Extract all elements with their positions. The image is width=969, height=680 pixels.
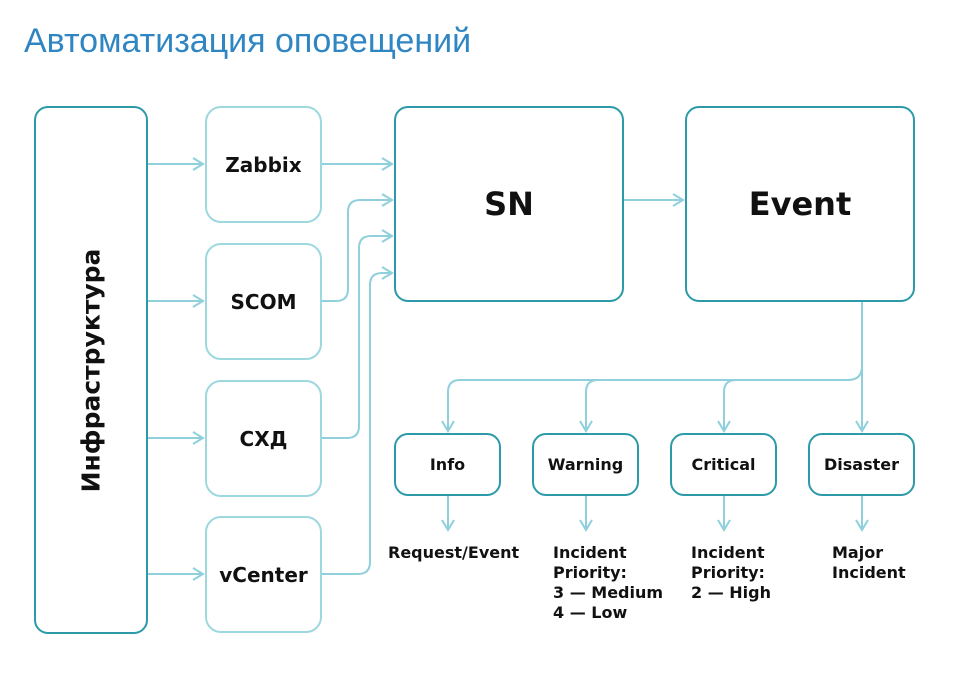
source-shd: СХД xyxy=(205,380,322,497)
event-box: Event xyxy=(685,106,915,302)
desc-info: Request/Event xyxy=(388,543,519,563)
desc-line: Major xyxy=(832,543,884,562)
source-vcenter: vCenter xyxy=(205,516,322,633)
level-info: Info xyxy=(394,433,501,496)
desc-line: 3 — Medium xyxy=(553,583,664,602)
arrow-shd-sn xyxy=(322,229,394,439)
page-title: Автоматизация оповещений xyxy=(24,22,472,60)
source-scom: SCOM xyxy=(205,243,322,360)
level-disaster: Disaster xyxy=(808,433,915,496)
desc-line: Request/Event xyxy=(388,543,520,562)
infrastructure-label: Инфраструктура xyxy=(76,248,106,492)
sn-box: SN xyxy=(394,106,624,302)
desc-disaster: Major Incident xyxy=(832,543,906,583)
desc-warning: Incident Priority: 3 — Medium 4 — Low xyxy=(553,543,663,623)
infrastructure-box: Инфраструктура xyxy=(34,106,148,634)
desc-line: Incident xyxy=(553,543,627,562)
desc-critical: Incident Priority: 2 — High xyxy=(691,543,771,603)
level-critical: Critical xyxy=(670,433,777,496)
arrow-event-info xyxy=(441,379,598,433)
desc-line: Incident xyxy=(691,543,765,562)
arrow-vcenter-sn xyxy=(322,266,394,575)
desc-line: 2 — High xyxy=(691,583,771,602)
source-zabbix: Zabbix xyxy=(205,106,322,223)
desc-line: 4 — Low xyxy=(553,603,628,622)
arrow-event-warning xyxy=(579,379,736,433)
arrow-event-critical xyxy=(717,365,863,433)
desc-line: Priority: xyxy=(553,563,627,582)
arrow-scom-sn xyxy=(322,193,394,302)
desc-line: Priority: xyxy=(691,563,765,582)
desc-line: Incident xyxy=(832,563,906,582)
level-warning: Warning xyxy=(532,433,639,496)
